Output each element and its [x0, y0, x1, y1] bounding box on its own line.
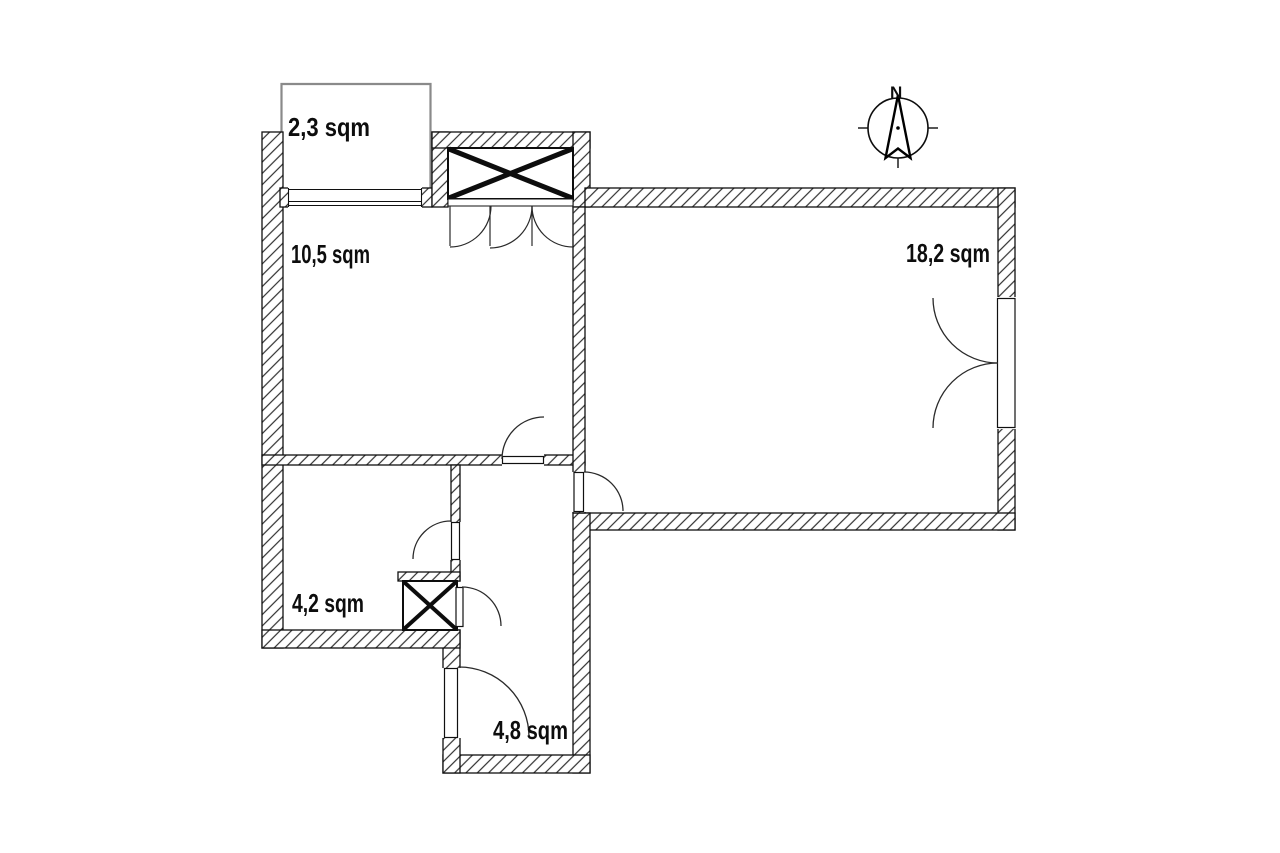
door-leaf-room-bottom-left: [450, 521, 461, 561]
wall-storage-stub: [397, 571, 461, 582]
door-leaves: [443, 297, 1016, 739]
french-door-arc-top: [932, 297, 999, 364]
area-label-room-top-left: 10,5 sqm: [291, 239, 370, 269]
door-arc-room-top-left: [501, 416, 545, 460]
wall-room-right-bottom: [584, 512, 1016, 531]
door-arcs: [412, 297, 999, 738]
door-leaf-room-right: [573, 471, 585, 513]
door-leaf-room-top-left: [501, 455, 545, 465]
compass: N: [858, 83, 938, 168]
compass-north-label: N: [890, 83, 902, 102]
french-door-panel: [996, 297, 1016, 429]
balcony-window: [287, 188, 423, 207]
area-label-room-bottom-left: 4,2 sqm: [292, 588, 364, 618]
wall-window-stub-left: [279, 187, 290, 208]
french-door-arc-bottom: [932, 362, 999, 429]
door-arc-room-bottom-left: [412, 520, 452, 560]
wall-partition-right: [572, 206, 586, 514]
door-leaf-entry: [443, 667, 459, 739]
area-label-hallway: 4,8 sqm: [493, 715, 568, 745]
wall-hallway-right-exterior: [572, 512, 591, 774]
wardrobe-closet: [447, 146, 574, 249]
wall-window-stub-right: [420, 187, 433, 208]
wall-left-exterior: [261, 131, 284, 649]
wall-room42-bottom: [261, 629, 461, 649]
wall-wardrobe-top: [431, 131, 591, 149]
area-label-balcony: 2,3 sqm: [288, 112, 370, 142]
wall-hallway-bottom: [442, 754, 591, 774]
wall-top-exterior: [584, 187, 1016, 208]
area-label-room-right: 18,2 sqm: [906, 238, 990, 268]
walls: [261, 131, 1016, 774]
storage-closet: [402, 580, 458, 631]
wardrobe-folding-doors: [449, 205, 574, 249]
door-arc-entry: [458, 666, 530, 738]
door-arc-storage: [461, 586, 502, 627]
door-leaf-storage: [455, 586, 464, 628]
door-arc-room-right: [583, 471, 624, 512]
